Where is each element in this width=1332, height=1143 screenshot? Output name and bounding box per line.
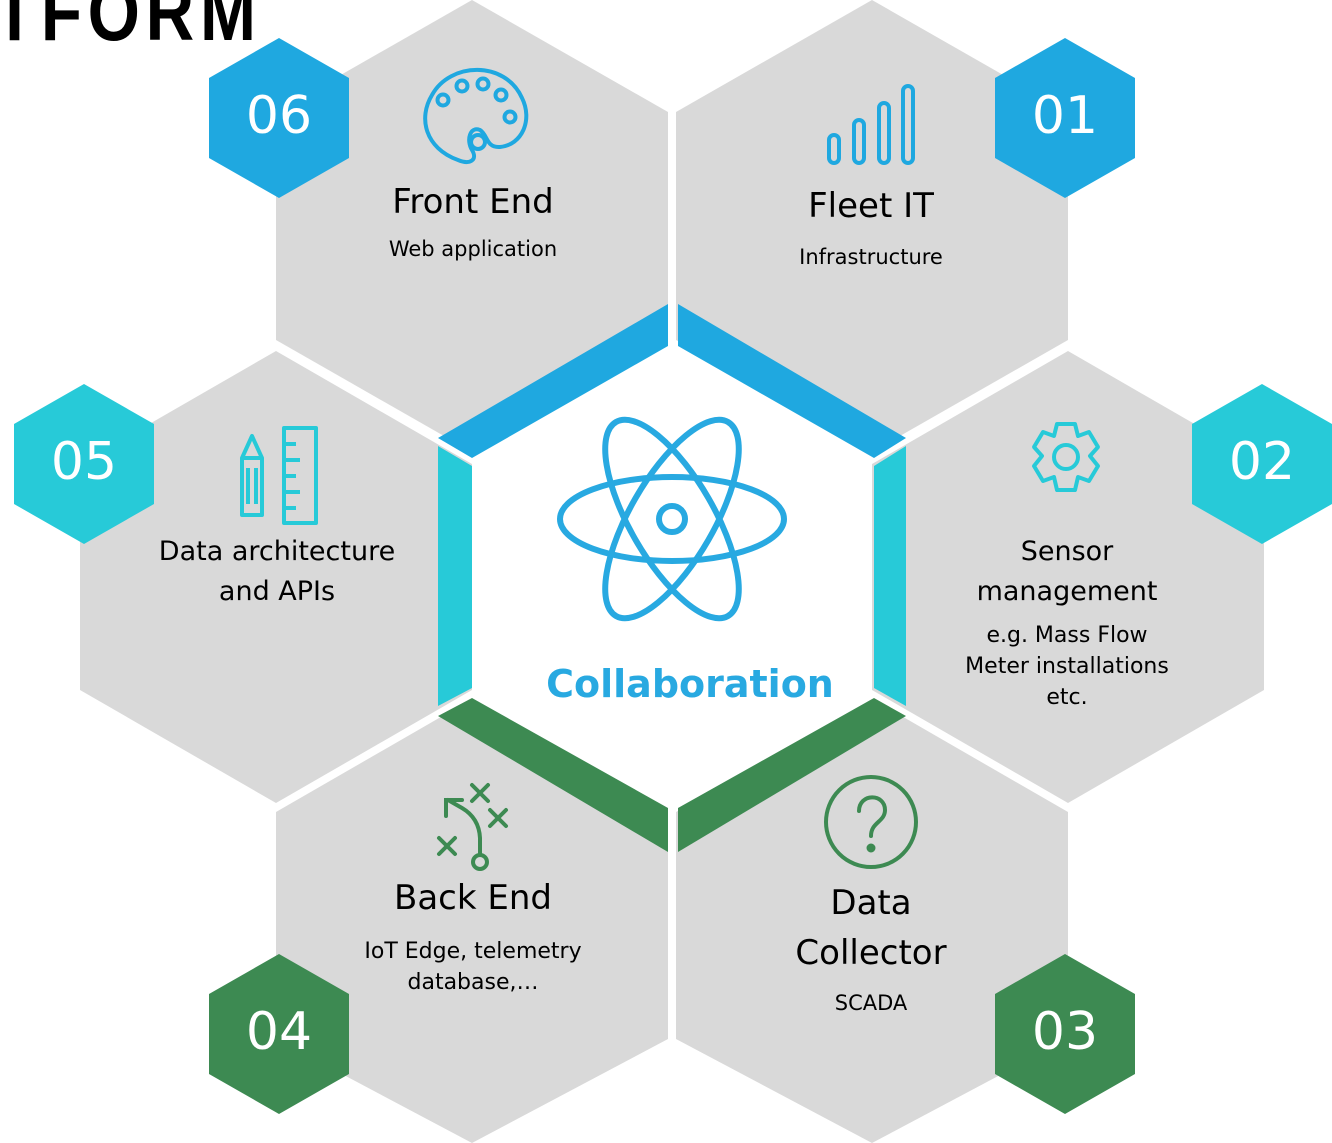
- badge-number-04: 04: [245, 1002, 313, 1062]
- ring-segment-bottom-left: [438, 698, 668, 852]
- hex-segment-03: [676, 699, 1068, 1143]
- badge-number-01: 01: [1031, 86, 1099, 146]
- sensor-management-title-line-2: management: [976, 576, 1158, 607]
- back-end-subtitle: IoT Edge, telemetry database,…: [364, 936, 581, 998]
- front-end-title: Front End: [392, 182, 554, 222]
- badge-number-05: 05: [50, 432, 118, 492]
- data-collector-title-line-1: Data: [830, 883, 912, 923]
- sensor-management-subtitle-line-2: Meter installations: [965, 654, 1169, 679]
- ring-segment-top-right: [678, 304, 906, 458]
- fleet-it-subtitle: Infrastructure: [799, 245, 943, 269]
- data-architecture-title: Data architecture and APIs: [159, 532, 395, 612]
- data-architecture-title-line-2: and APIs: [218, 576, 336, 607]
- sensor-management-title: Sensor management: [977, 532, 1158, 612]
- page-title-partial: TFORM: [0, 0, 262, 58]
- pencil-ruler-icon: [240, 426, 318, 525]
- back-end-subtitle-line-2: database,…: [407, 970, 539, 995]
- hex-segment-06: [276, 0, 668, 452]
- sensor-management-subtitle: e.g. Mass Flow Meter installations etc.: [965, 620, 1169, 713]
- hex-segment-04: [276, 699, 668, 1143]
- data-collector-subtitle: SCADA: [834, 991, 908, 1015]
- ring-segment-top-left: [438, 304, 668, 458]
- ring-segment-left: [438, 446, 472, 706]
- back-end-title: Back End: [394, 878, 552, 918]
- fleet-it-title: Fleet IT: [808, 186, 934, 226]
- data-architecture-title-line-1: Data architecture: [158, 536, 396, 567]
- badge-number-06: 06: [245, 86, 313, 146]
- center-label: Collaboration: [546, 662, 834, 706]
- bar-chart-icon: [827, 84, 915, 165]
- data-collector-title: Data Collector: [795, 878, 946, 978]
- atom-icon: [557, 416, 787, 622]
- badge-number-02: 02: [1228, 432, 1296, 492]
- hex-segment-02: [872, 351, 1264, 803]
- strategy-icon: [437, 783, 508, 871]
- badge-hex-02: [1192, 384, 1332, 544]
- badge-hex-01: [995, 38, 1135, 198]
- badge-hex-05: [14, 384, 154, 544]
- sensor-management-subtitle-line-1: e.g. Mass Flow: [986, 623, 1148, 648]
- back-end-subtitle-line-1: IoT Edge, telemetry: [364, 939, 582, 964]
- badge-number-03: 03: [1031, 1002, 1099, 1062]
- hex-segment-01: [676, 0, 1068, 452]
- ring-segment-right: [874, 446, 906, 706]
- sensor-management-subtitle-line-3: etc.: [1046, 685, 1088, 710]
- badge-hex-03: [995, 954, 1135, 1114]
- palette-icon: [423, 67, 529, 164]
- data-collector-title-line-2: Collector: [795, 933, 947, 973]
- badge-hex-06: [209, 38, 349, 198]
- question-circle-icon: [824, 775, 918, 869]
- badge-hex-04: [209, 954, 349, 1114]
- hex-segment-05: [80, 351, 472, 803]
- ring-segment-bottom-right: [678, 698, 906, 852]
- sensor-management-title-line-1: Sensor: [1020, 536, 1114, 567]
- gear-icon: [1032, 422, 1100, 492]
- front-end-subtitle: Web application: [388, 237, 558, 261]
